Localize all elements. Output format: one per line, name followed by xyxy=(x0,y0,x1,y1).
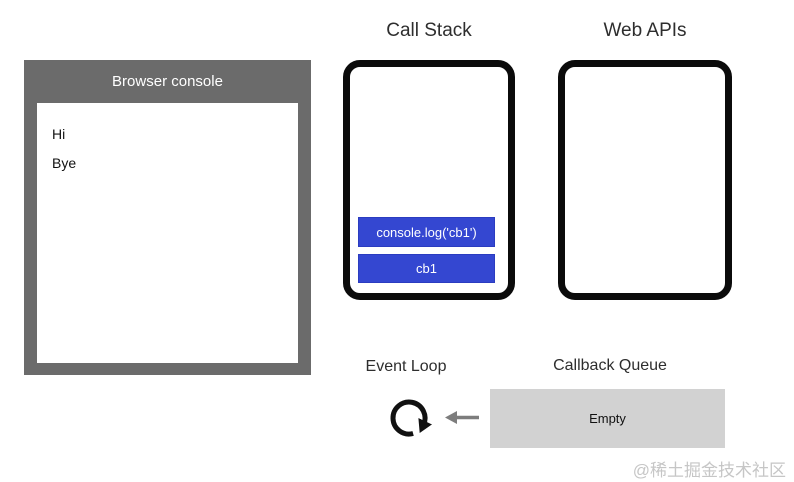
call-stack-frame: console.log('cb1') xyxy=(358,217,495,247)
call-stack-box: console.log('cb1') cb1 xyxy=(343,60,515,300)
browser-console-title: Browser console xyxy=(112,73,223,90)
web-apis-title: Web APIs xyxy=(603,20,687,41)
event-loop-icon xyxy=(387,395,433,446)
event-loop-title: Event Loop xyxy=(365,358,447,375)
browser-console-output: Hi Bye xyxy=(37,103,298,363)
call-stack-title: Call Stack xyxy=(386,20,472,41)
callback-queue-status: Empty xyxy=(589,411,626,426)
callback-queue-box: Empty xyxy=(490,389,725,448)
callback-queue-title: Callback Queue xyxy=(553,357,667,374)
left-arrow-icon xyxy=(444,409,480,431)
web-apis-box xyxy=(558,60,732,300)
call-stack-frame: cb1 xyxy=(358,254,495,283)
console-log-line: Hi xyxy=(52,126,66,142)
browser-console-panel: Browser console Hi Bye xyxy=(24,60,311,375)
console-log-line: Bye xyxy=(52,155,77,171)
watermark: @稀土掘金技术社区 xyxy=(632,461,786,480)
